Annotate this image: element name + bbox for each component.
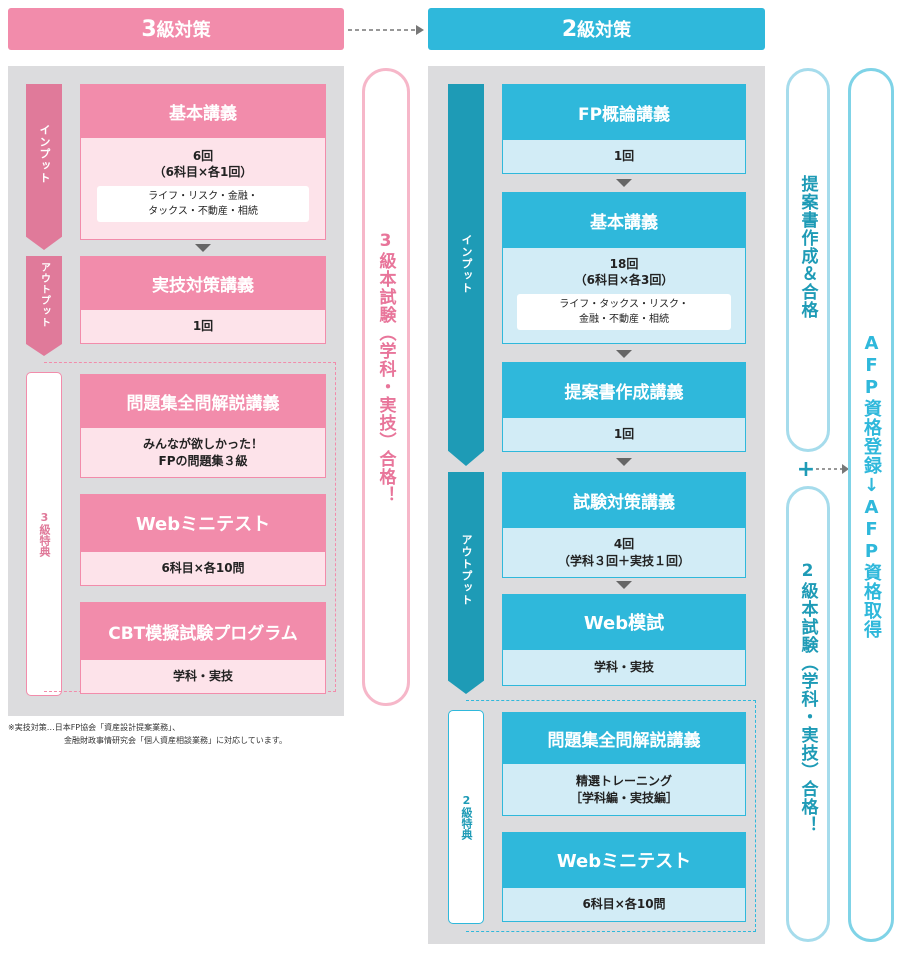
level2-proposal-body: 1回 bbox=[502, 418, 746, 452]
triangle-down-icon bbox=[616, 179, 632, 187]
level2-input-tag-label: インプット bbox=[460, 234, 473, 294]
level3-problem-body: みんなが欲しかった！ FPの問題集３級 bbox=[80, 428, 326, 478]
level2-output-tag: アウトプット bbox=[448, 472, 484, 694]
level2-proposal-title: 提案書作成講義 bbox=[502, 362, 746, 418]
level3-header-num: 3 bbox=[141, 16, 157, 42]
level2-web-title: Webミニテスト bbox=[502, 832, 746, 888]
level2-input-tag: インプット bbox=[448, 84, 484, 466]
level2-basic-detail: （6科目×各3回） bbox=[574, 273, 674, 288]
level3-header-text: 級対策 bbox=[156, 20, 211, 41]
level2-web-body: 6科目×各10問 bbox=[502, 888, 746, 922]
level2-basic-sub2: 金融・不動産・相続 bbox=[579, 314, 669, 326]
dashed-arrow-right-icon bbox=[348, 25, 424, 35]
level3-output-tag: アウトプット bbox=[26, 256, 62, 356]
level2-exam-pass-pill: 2級本試験（学科・実技）合格！ bbox=[786, 486, 830, 942]
level2-exam-title: 試験対策講義 bbox=[502, 472, 746, 528]
level2-bonus-tag-label: 2級特典 bbox=[460, 794, 473, 840]
level3-cbt-body: 学科・実技 bbox=[80, 660, 326, 694]
level2-problem-line2: ［学科編・実技編］ bbox=[569, 790, 678, 805]
level2-bonus-dashed-frame bbox=[466, 700, 756, 932]
level3-pass-pill: 3級本試験（学科・実技）合格！ bbox=[362, 68, 410, 706]
level3-practical-title: 実技対策講義 bbox=[80, 256, 326, 310]
level2-basic-body: 18回 （6科目×各3回） ライフ・タックス・リスク・ 金融・不動産・相続 bbox=[502, 248, 746, 344]
level3-basic-detail: （6科目×各1回） bbox=[153, 165, 253, 180]
level2-problem-line1: 精選トレーニング bbox=[575, 774, 672, 789]
footnote-line2: 金融財政事情研究会「個人資産相談業務」に対応しています。 bbox=[64, 735, 287, 745]
triangle-down-icon bbox=[616, 458, 632, 466]
footnote: ※実技対策…日本FP協会「資産設計提案業務」、 金融財政事情研究会「個人資産相談… bbox=[8, 722, 348, 748]
dashed-arrow-right-icon bbox=[816, 464, 849, 474]
triangle-down-icon bbox=[616, 581, 632, 589]
level3-basic-subjects: ライフ・リスク・金融・ タックス・不動産・相続 bbox=[97, 186, 309, 223]
level3-problem-line2: FPの問題集３級 bbox=[158, 453, 248, 468]
level3-basic-sub2: タックス・不動産・相続 bbox=[148, 206, 258, 218]
triangle-down-icon bbox=[195, 244, 211, 252]
level2-exam-body: 4回 （学科３回＋実技１回） bbox=[502, 528, 746, 578]
level3-problem-line1: みんなが欲しかった！ bbox=[142, 437, 263, 452]
level3-input-tag-label: インプット bbox=[38, 124, 51, 184]
level2-bonus-tag: 2級特典 bbox=[448, 710, 484, 924]
level2-header-num: 2 bbox=[561, 16, 578, 42]
level2-basic-sub1: ライフ・タックス・リスク・ bbox=[559, 299, 689, 311]
level3-basic-title: 基本講義 bbox=[80, 84, 326, 138]
afp-pill-label: AFP資格登録↓AFP資格取得 bbox=[861, 333, 882, 639]
level3-practical-body: 1回 bbox=[80, 310, 326, 344]
level2-mock-body: 学科・実技 bbox=[502, 650, 746, 686]
level3-pass-pill-label: 3級本試験（学科・実技）合格！ bbox=[375, 231, 396, 504]
level2-proposal-pass-pill: 提案書作成＆合格 bbox=[786, 68, 830, 452]
level3-web-title: Webミニテスト bbox=[80, 494, 326, 552]
level2-output-tag-label: アウトプット bbox=[460, 534, 473, 606]
plus-icon: + bbox=[796, 457, 816, 482]
level3-basic-sub1: ライフ・リスク・金融・ bbox=[148, 191, 258, 203]
level2-basic-subjects: ライフ・タックス・リスク・ 金融・不動産・相続 bbox=[517, 294, 731, 331]
level3-output-tag-label: アウトプット bbox=[38, 262, 50, 328]
level3-cbt-title: CBT模擬試験プログラム bbox=[80, 602, 326, 660]
level2-fp-title: FP概論講義 bbox=[502, 84, 746, 140]
level3-input-tag: インプット bbox=[26, 84, 62, 250]
level2-basic-title: 基本講義 bbox=[502, 192, 746, 248]
level2-exam-detail: （学科３回＋実技１回） bbox=[557, 553, 690, 568]
level3-problem-title: 問題集全問解説講義 bbox=[80, 374, 326, 428]
level3-bonus-tag-label: 3級特典 bbox=[38, 511, 51, 557]
level2-header-text: 級対策 bbox=[577, 20, 632, 41]
level2-basic-count: 18回 bbox=[609, 257, 639, 271]
level2-fp-body: 1回 bbox=[502, 140, 746, 174]
triangle-down-icon bbox=[616, 350, 632, 358]
level2-proposal-pass-pill-label: 提案書作成＆合格 bbox=[797, 175, 818, 319]
level3-bonus-tag: 3級特典 bbox=[26, 372, 62, 696]
footnote-line1: ※実技対策…日本FP協会「資産設計提案業務」、 bbox=[8, 723, 181, 732]
level2-mock-title: Web模試 bbox=[502, 594, 746, 650]
level2-problem-body: 精選トレーニング ［学科編・実技編］ bbox=[502, 764, 746, 816]
level2-exam-pass-pill-label: 2級本試験（学科・実技）合格！ bbox=[797, 561, 818, 834]
level2-problem-title: 問題集全問解説講義 bbox=[502, 712, 746, 764]
level3-web-body: 6科目×各10問 bbox=[80, 552, 326, 586]
level2-exam-count: 4回 bbox=[613, 537, 635, 552]
level3-basic-count: 6回 bbox=[192, 149, 214, 163]
afp-pill: AFP資格登録↓AFP資格取得 bbox=[848, 68, 894, 942]
level3-basic-body: 6回 （6科目×各1回） ライフ・リスク・金融・ タックス・不動産・相続 bbox=[80, 138, 326, 240]
